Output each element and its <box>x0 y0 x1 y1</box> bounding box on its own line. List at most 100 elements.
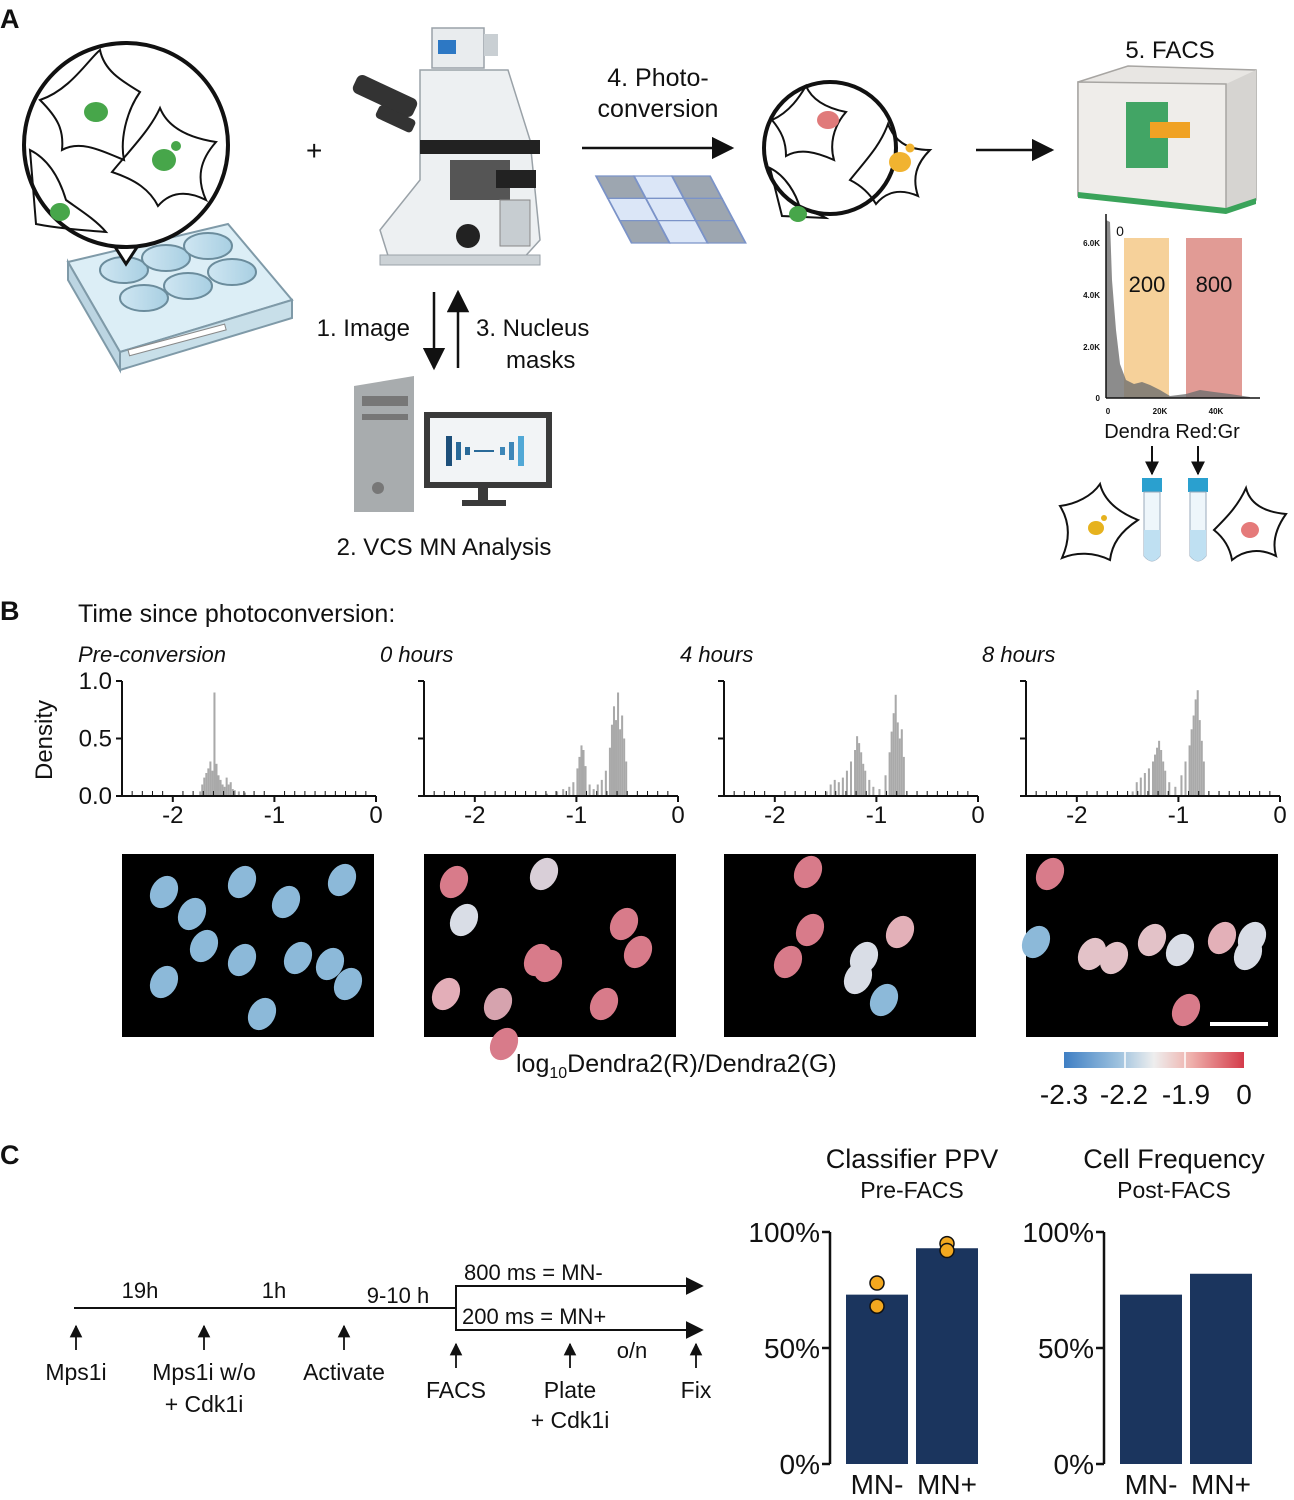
histogram-bar <box>592 789 595 796</box>
duration-label: 9-10 h <box>367 1283 429 1308</box>
tube-icon <box>1142 478 1162 562</box>
histogram-bar <box>610 724 613 796</box>
bar-charts: Classifier PPVPre-FACSMN-MN+100%50%0%Cel… <box>748 1144 1265 1500</box>
histogram-bar <box>237 791 240 796</box>
histogram-x-tick-label: 0 <box>369 802 382 829</box>
step5-label: 5. FACS <box>1125 37 1214 64</box>
nucleus <box>1077 937 1107 971</box>
bar-chart-y-tick-label: 100% <box>1022 1217 1094 1248</box>
histogram-bar <box>841 777 844 796</box>
facs-machine-icon <box>1077 65 1257 214</box>
histogram-bar <box>199 791 202 796</box>
bar-chart-y-tick-label: 100% <box>748 1217 820 1248</box>
cells-zoom-circle <box>22 41 230 267</box>
nucleus <box>431 977 461 1011</box>
event-label: + Cdk1i <box>531 1407 610 1433</box>
colorbar: -2.3 -2.2 -1.9 0 <box>1040 1052 1252 1110</box>
bar-chart-y-tick-label: 50% <box>764 1333 820 1364</box>
colorbar-tick: -2.3 <box>1040 1079 1088 1110</box>
histogram-bar <box>223 786 226 796</box>
event-label: FACS <box>426 1377 486 1403</box>
histogram-title: 8 hours <box>982 642 1055 667</box>
overnight-label: o/n <box>617 1338 648 1363</box>
histogram-bar <box>1156 747 1159 796</box>
histogram-bar <box>1160 750 1163 796</box>
panel-b-heading: Time since photoconversion: <box>78 600 395 628</box>
step3-label-line1: 3. Nucleus <box>476 315 589 342</box>
histogram-bar <box>572 782 575 796</box>
panel-a: A + <box>0 4 1288 562</box>
step2-label: 2. VCS MN Analysis <box>337 534 552 561</box>
histogram-x-tick-label: -1 <box>566 802 587 829</box>
histogram-bar <box>582 750 585 796</box>
micrograph-row <box>122 854 1278 1061</box>
histogram-bar <box>864 770 867 796</box>
histogram-bar <box>1168 782 1171 796</box>
histogram-bar <box>203 777 206 796</box>
micrograph-background <box>724 854 976 1037</box>
histogram-bar <box>556 791 559 796</box>
computer-icon <box>354 376 552 512</box>
facs-ytick: 2.0K <box>1083 343 1100 352</box>
panel-b-label: B <box>0 596 20 626</box>
histogram-y-tick-label: 0.5 <box>79 726 112 753</box>
facs-histogram-curve <box>1106 220 1250 398</box>
nucleus <box>869 983 899 1017</box>
scale-bar <box>1210 1022 1268 1026</box>
histogram-x-tick-label: -1 <box>1168 802 1189 829</box>
histogram-bar <box>621 715 624 796</box>
nucleus <box>483 987 513 1021</box>
density-ylabel: Density <box>31 700 58 780</box>
event-label: Activate <box>303 1359 385 1385</box>
nucleus <box>843 961 873 995</box>
histogram-bar <box>225 777 228 796</box>
histogram-bar <box>211 770 214 796</box>
histogram-bar <box>858 743 861 796</box>
event-label: Mps1i <box>45 1359 106 1385</box>
histogram-bar <box>576 768 579 796</box>
histogram-bar <box>900 729 903 796</box>
bar <box>1190 1273 1252 1464</box>
histogram-x-tick-label: -2 <box>464 802 485 829</box>
histogram-bar <box>209 761 212 796</box>
nucleus <box>489 1027 519 1061</box>
histogram-bar <box>625 761 628 796</box>
step3-label-line2: masks <box>506 347 575 374</box>
histogram-bar <box>1147 768 1150 796</box>
histogram-bar <box>243 792 246 796</box>
bar-chart-title: Classifier PPV <box>826 1144 999 1174</box>
panel-a-label: A <box>0 4 20 34</box>
gate-label-0: 0 <box>1116 223 1124 239</box>
histogram-bar <box>1158 740 1161 796</box>
nucleus <box>189 929 219 963</box>
histogram-bar <box>1139 777 1142 796</box>
duration-label: 19h <box>122 1278 159 1303</box>
facs-histogram: 6.0K 4.0K 2.0K 0 0 20K 40K 0 200 800 Den… <box>1083 214 1260 443</box>
nucleus <box>149 965 179 999</box>
histogram-bar <box>856 736 859 796</box>
histogram-bar <box>213 692 216 796</box>
nucleus <box>1207 921 1237 955</box>
histogram-bar <box>1188 745 1191 796</box>
histogram-bar <box>217 775 220 796</box>
histogram-bar <box>1164 770 1167 796</box>
histogram-bar <box>596 784 599 796</box>
nucleus <box>283 941 313 975</box>
histogram-bar <box>1154 754 1157 796</box>
histogram-bar <box>884 775 887 796</box>
histogram-y-tick-label: 1.0 <box>79 668 112 695</box>
histogram-bar <box>227 784 230 796</box>
histogram-bar <box>219 779 222 796</box>
histogram-bar <box>619 729 622 796</box>
nucleus <box>1021 925 1051 959</box>
histogram-bar <box>860 752 863 796</box>
bar-chart-y-tick-label: 0% <box>780 1449 820 1480</box>
colorbar-gradient <box>1064 1052 1244 1068</box>
bar-category-label: MN- <box>851 1469 904 1500</box>
bar-category-label: MN+ <box>1191 1469 1251 1500</box>
nucleus <box>793 855 823 889</box>
nucleus <box>1165 933 1195 967</box>
histogram-y-tick-label: 0.0 <box>79 783 112 810</box>
